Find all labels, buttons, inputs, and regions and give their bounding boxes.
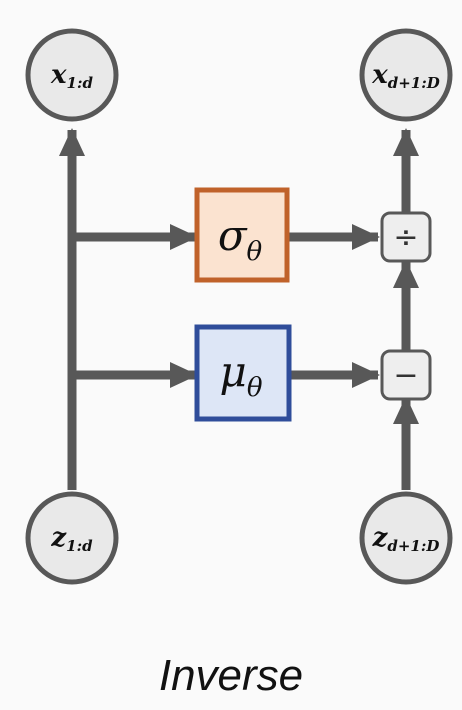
node-z-right-sub: d+1:D <box>387 537 439 555</box>
node-x-left-sub: 1:d <box>67 74 94 92</box>
node-x-left-main: x <box>50 60 67 90</box>
node-z-left-sub: 1:d <box>66 537 93 555</box>
node-z-left: z1:d <box>25 491 119 585</box>
divide-operator: ÷ <box>380 211 432 263</box>
subtract-symbol: − <box>393 358 418 393</box>
divide-symbol: ÷ <box>393 220 418 255</box>
node-z-right: zd+1:D <box>359 491 453 585</box>
node-z-left-main: z <box>50 523 67 553</box>
svg-text:z1:d: z1:d <box>50 523 93 555</box>
sigma-label: σ <box>218 211 248 260</box>
svg-text:μθ: μθ <box>220 347 263 403</box>
mu-label: μ <box>220 347 247 396</box>
node-x-right: xd+1:D <box>359 28 453 122</box>
caption: Inverse <box>158 651 304 700</box>
node-x-right-main: x <box>371 60 388 90</box>
svg-text:xd+1:D: xd+1:D <box>371 60 440 92</box>
node-x-right-sub: d+1:D <box>388 74 440 92</box>
subtract-operator: − <box>380 349 432 401</box>
mu-theta-box: μθ <box>194 324 292 422</box>
svg-text:x1:d: x1:d <box>50 60 93 92</box>
svg-text:zd+1:D: zd+1:D <box>372 523 440 555</box>
node-x-left: x1:d <box>25 28 119 122</box>
svg-text:σθ: σθ <box>218 211 263 267</box>
sigma-sub: θ <box>247 237 263 267</box>
node-z-right-main: z <box>372 523 389 553</box>
sigma-theta-box: σθ <box>194 187 290 283</box>
mu-sub: θ <box>247 373 263 403</box>
